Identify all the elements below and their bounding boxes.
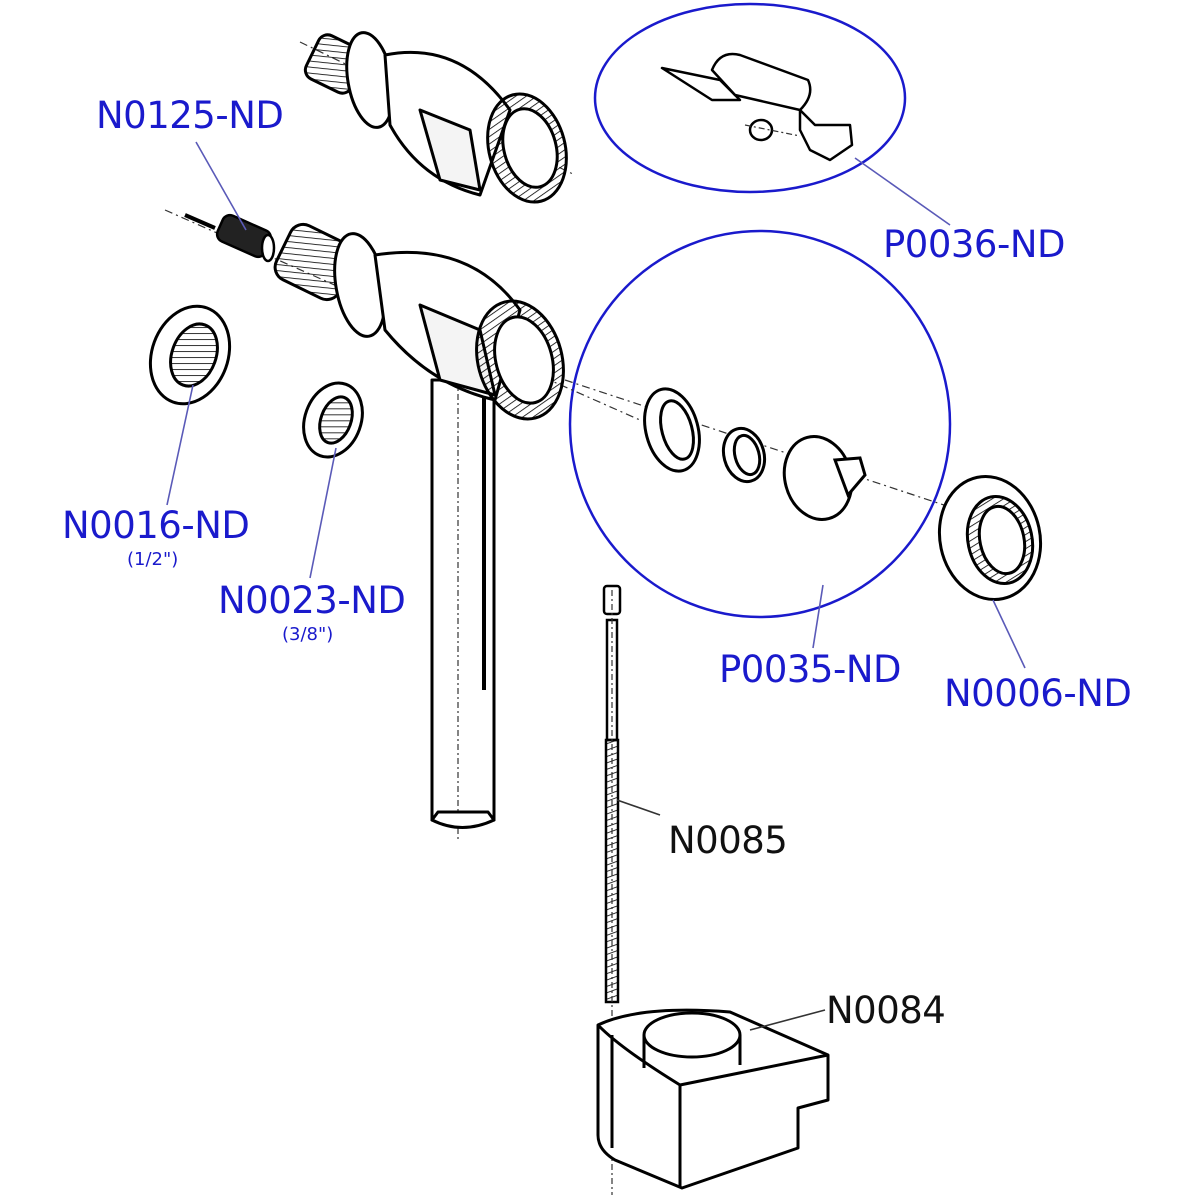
valve-body-top-drawing xyxy=(299,31,576,204)
float-body-drawing xyxy=(596,1008,830,1190)
leader-n0125 xyxy=(195,141,247,231)
leader-n0084 xyxy=(749,1009,826,1031)
part-label-n0016: N0016-ND xyxy=(62,504,250,547)
leader-p0035 xyxy=(812,584,824,649)
leader-p0036 xyxy=(854,157,951,226)
leader-n0023 xyxy=(309,447,337,579)
part-note-n0016: (1/2") xyxy=(127,549,179,570)
part-label-n0085: N0085 xyxy=(668,819,788,862)
leader-n0085 xyxy=(616,799,661,816)
ring-1-2-drawing xyxy=(148,304,232,406)
part-label-p0035: P0035-ND xyxy=(719,648,902,691)
valve-body-main-drawing xyxy=(164,209,641,840)
part-label-p0036: P0036-ND xyxy=(883,223,1066,266)
group-circle-p0036 xyxy=(593,2,907,194)
ring-3-8-drawing xyxy=(302,381,364,459)
valve-pin-drawing xyxy=(184,213,276,263)
part-note-n0023: (3/8") xyxy=(282,624,334,645)
group-circle-p0035 xyxy=(568,229,952,619)
part-label-n0125: N0125-ND xyxy=(96,94,284,137)
part-label-n0084: N0084 xyxy=(826,989,946,1032)
seal-set-drawing xyxy=(564,379,1036,536)
leader-n0006 xyxy=(992,599,1026,669)
part-label-n0023: N0023-ND xyxy=(218,579,406,622)
part-label-n0006: N0006-ND xyxy=(944,672,1132,715)
union-nut-drawing xyxy=(937,474,1043,602)
lever-assembly-drawing xyxy=(660,52,854,162)
leader-n0016 xyxy=(166,384,194,506)
